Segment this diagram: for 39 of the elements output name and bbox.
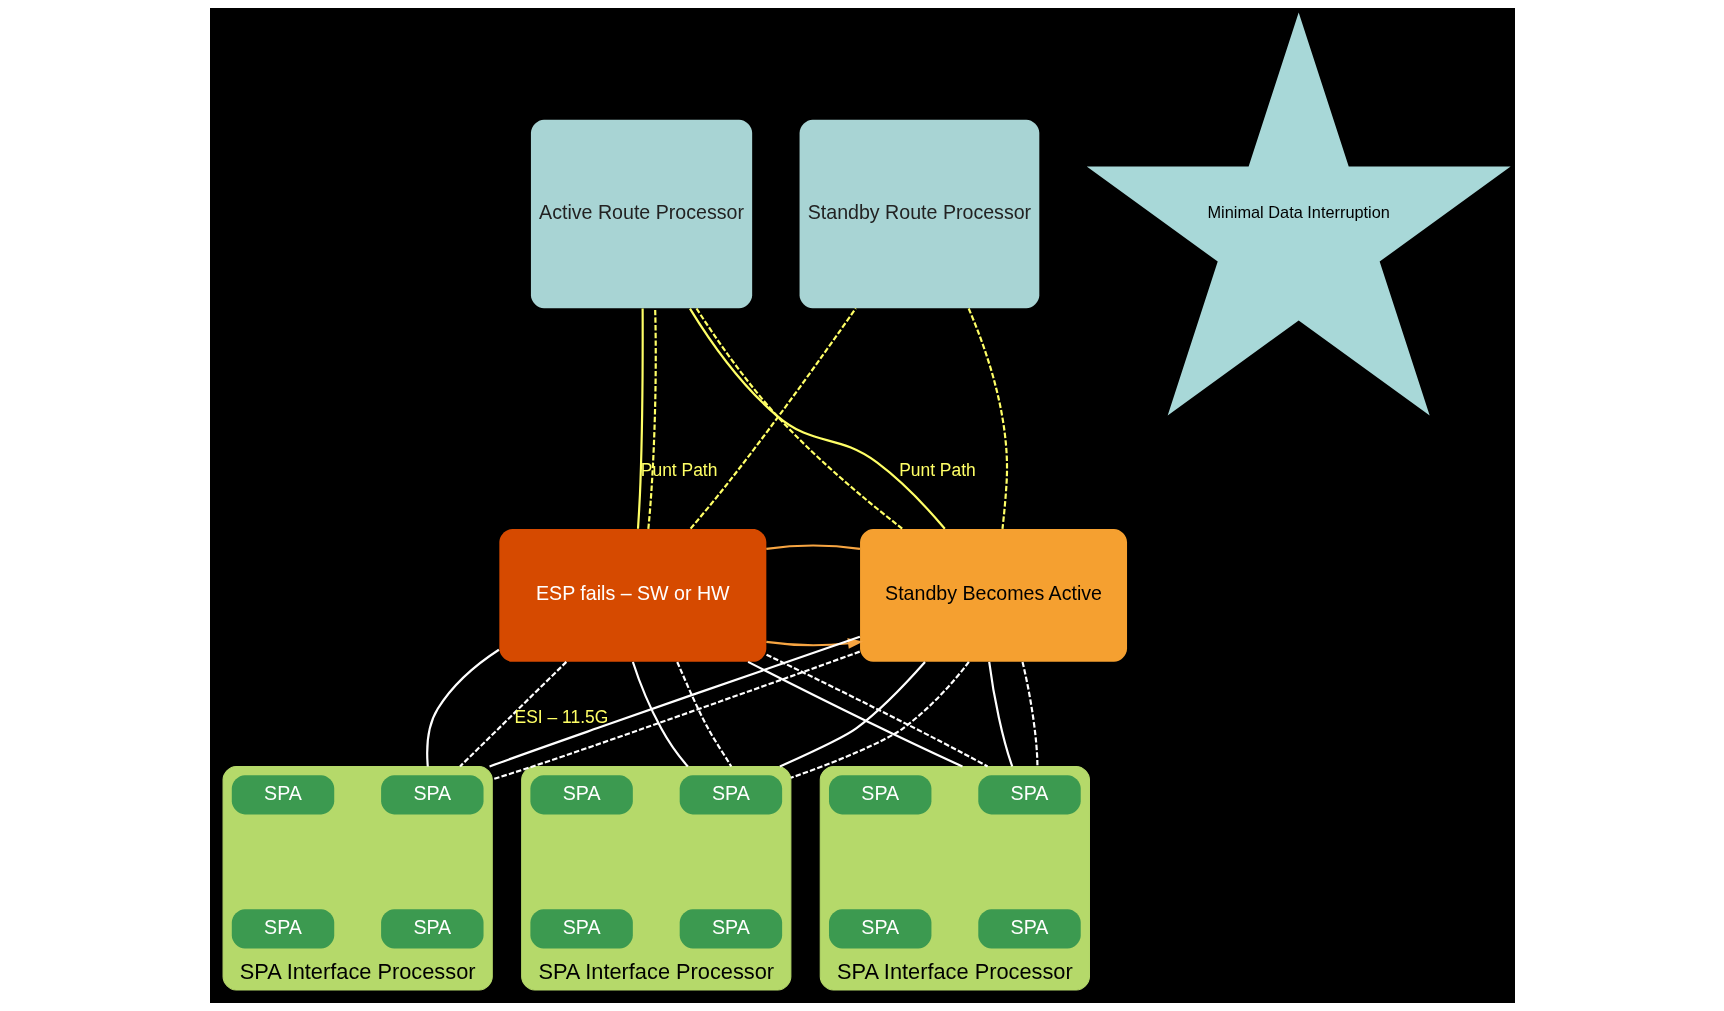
connector xyxy=(675,661,732,768)
connector xyxy=(458,661,567,768)
connector xyxy=(967,308,1008,529)
node-box: Standby Route Processor xyxy=(799,119,1039,309)
connector xyxy=(636,308,644,529)
node-box: SPA xyxy=(231,775,334,815)
node-box: SPA xyxy=(380,775,484,815)
connector xyxy=(987,661,1013,767)
node-box: SPA xyxy=(679,775,782,815)
connector xyxy=(747,660,963,768)
edge-label: ESI – 11.5G xyxy=(514,706,608,727)
connector xyxy=(1020,661,1038,767)
node-box: SPA xyxy=(828,909,931,949)
node-box: Standby Becomes Active xyxy=(859,528,1127,662)
connector xyxy=(688,308,946,530)
edge-label: Punt Path xyxy=(898,460,976,481)
node-box: SPA xyxy=(380,909,484,949)
node-box: SPA xyxy=(828,775,931,815)
connector xyxy=(778,661,926,768)
arrow xyxy=(765,638,863,649)
connector xyxy=(488,635,860,768)
connector xyxy=(631,661,689,768)
node-box: SPA xyxy=(679,909,782,949)
connector xyxy=(765,653,988,768)
node-box: SPA xyxy=(977,909,1081,949)
connector xyxy=(491,650,860,781)
connector xyxy=(425,648,499,767)
node-box: SPA xyxy=(977,775,1081,815)
node-box: ESP fails – SW or HW xyxy=(498,528,766,662)
node-box: Active Route Processor xyxy=(530,119,752,309)
connector xyxy=(765,544,860,550)
connector xyxy=(646,308,657,529)
connector xyxy=(689,307,857,530)
connector xyxy=(695,307,903,530)
node-box: SPA xyxy=(529,775,633,815)
edge-label: Punt Path xyxy=(640,460,717,481)
connector xyxy=(790,661,970,779)
node-box: SPA xyxy=(529,909,633,949)
node-box: SPA xyxy=(231,909,334,949)
